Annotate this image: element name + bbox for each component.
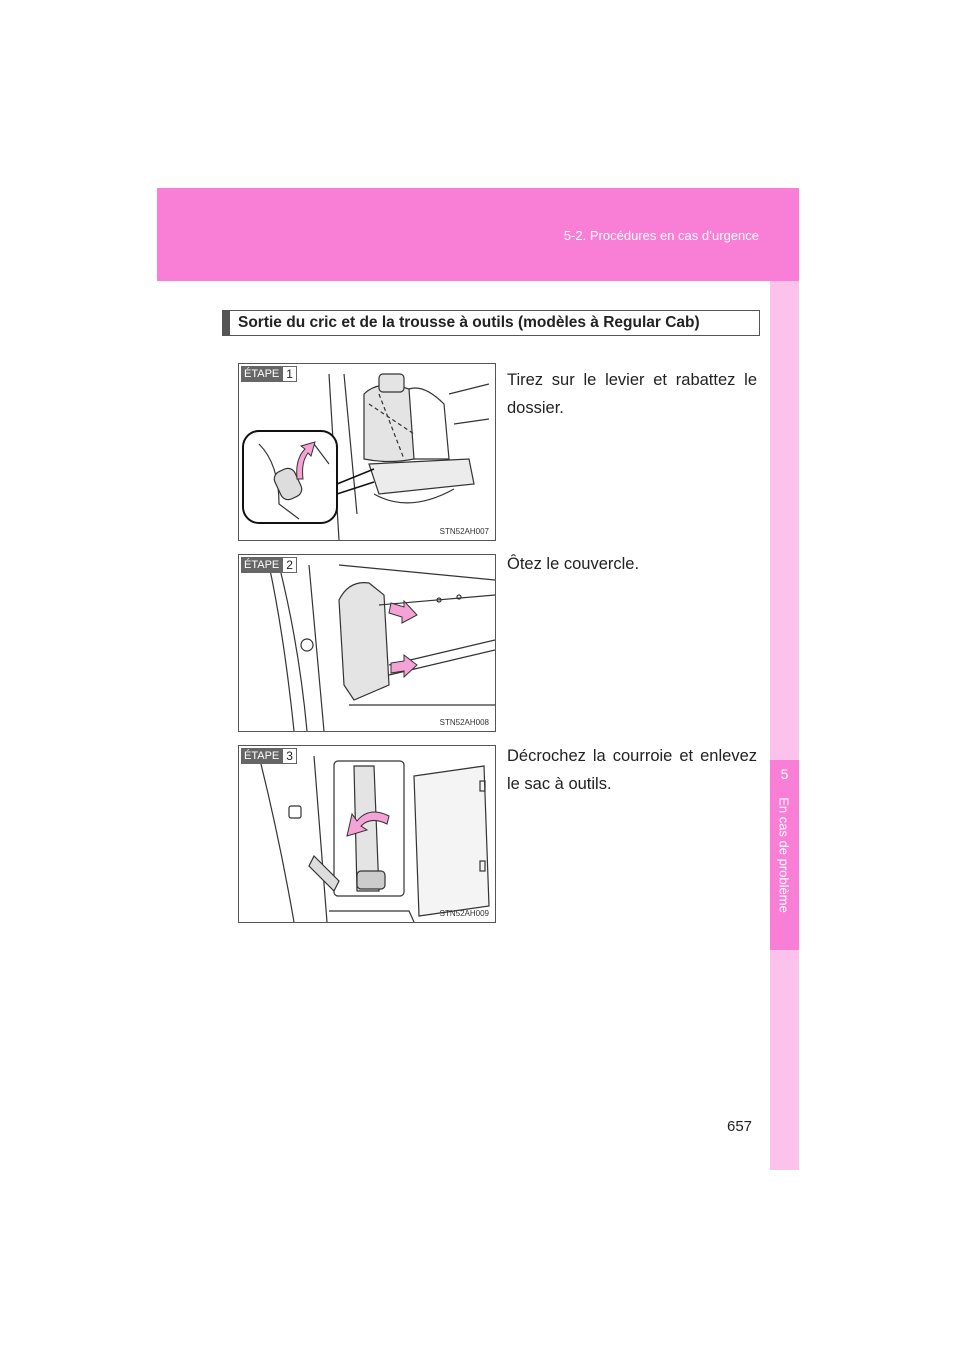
step-3-badge: ÉTAPE 3 <box>241 748 297 764</box>
chapter-tab: 5 <box>770 760 799 950</box>
tool-bag-illustration <box>258 755 490 922</box>
step-1-figure: ÉTAPE 1 STN52AH007 <box>238 363 496 541</box>
step-3-number: 3 <box>282 748 297 764</box>
header-band: 5-2. Procédures en cas d’urgence <box>157 188 799 281</box>
step-1-text: Tirez sur le levier et rabattez le dossi… <box>507 371 757 417</box>
step-1-number: 1 <box>282 366 297 382</box>
step-1-badge: ÉTAPE 1 <box>241 366 297 382</box>
step-1-label: ÉTAPE <box>241 366 283 382</box>
step-3-figure: ÉTAPE 3 STN52AH009 <box>238 745 496 923</box>
step-3-text: Décrochez la courroie et enlevez le sac … <box>507 747 757 793</box>
subheading: Sortie du cric et de la trousse à outils… <box>222 310 760 336</box>
step-2-label: ÉTAPE <box>241 557 283 573</box>
chapter-title: En cas de problème <box>776 797 792 913</box>
step-3-figure-code: STN52AH009 <box>439 909 489 918</box>
section-title: 5-2. Procédures en cas d’urgence <box>563 228 759 243</box>
seat-lever-illustration <box>242 373 490 540</box>
cover-removal-illustration <box>268 564 495 731</box>
step-3-label: ÉTAPE <box>241 748 283 764</box>
step-2-number: 2 <box>282 557 297 573</box>
chapter-side-tab <box>770 281 799 1170</box>
step-2-figure-code: STN52AH008 <box>439 718 489 727</box>
step-2-figure: ÉTAPE 2 STN52AH008 <box>238 554 496 732</box>
chapter-number: 5 <box>780 766 789 782</box>
subheading-marker <box>223 311 230 335</box>
step-1-figure-code: STN52AH007 <box>439 527 489 536</box>
step-2-text: Ôtez le couvercle. <box>507 555 640 573</box>
subheading-text: Sortie du cric et de la trousse à outils… <box>238 314 700 331</box>
page-number: 657 <box>727 1118 753 1135</box>
step-2-badge: ÉTAPE 2 <box>241 557 297 573</box>
